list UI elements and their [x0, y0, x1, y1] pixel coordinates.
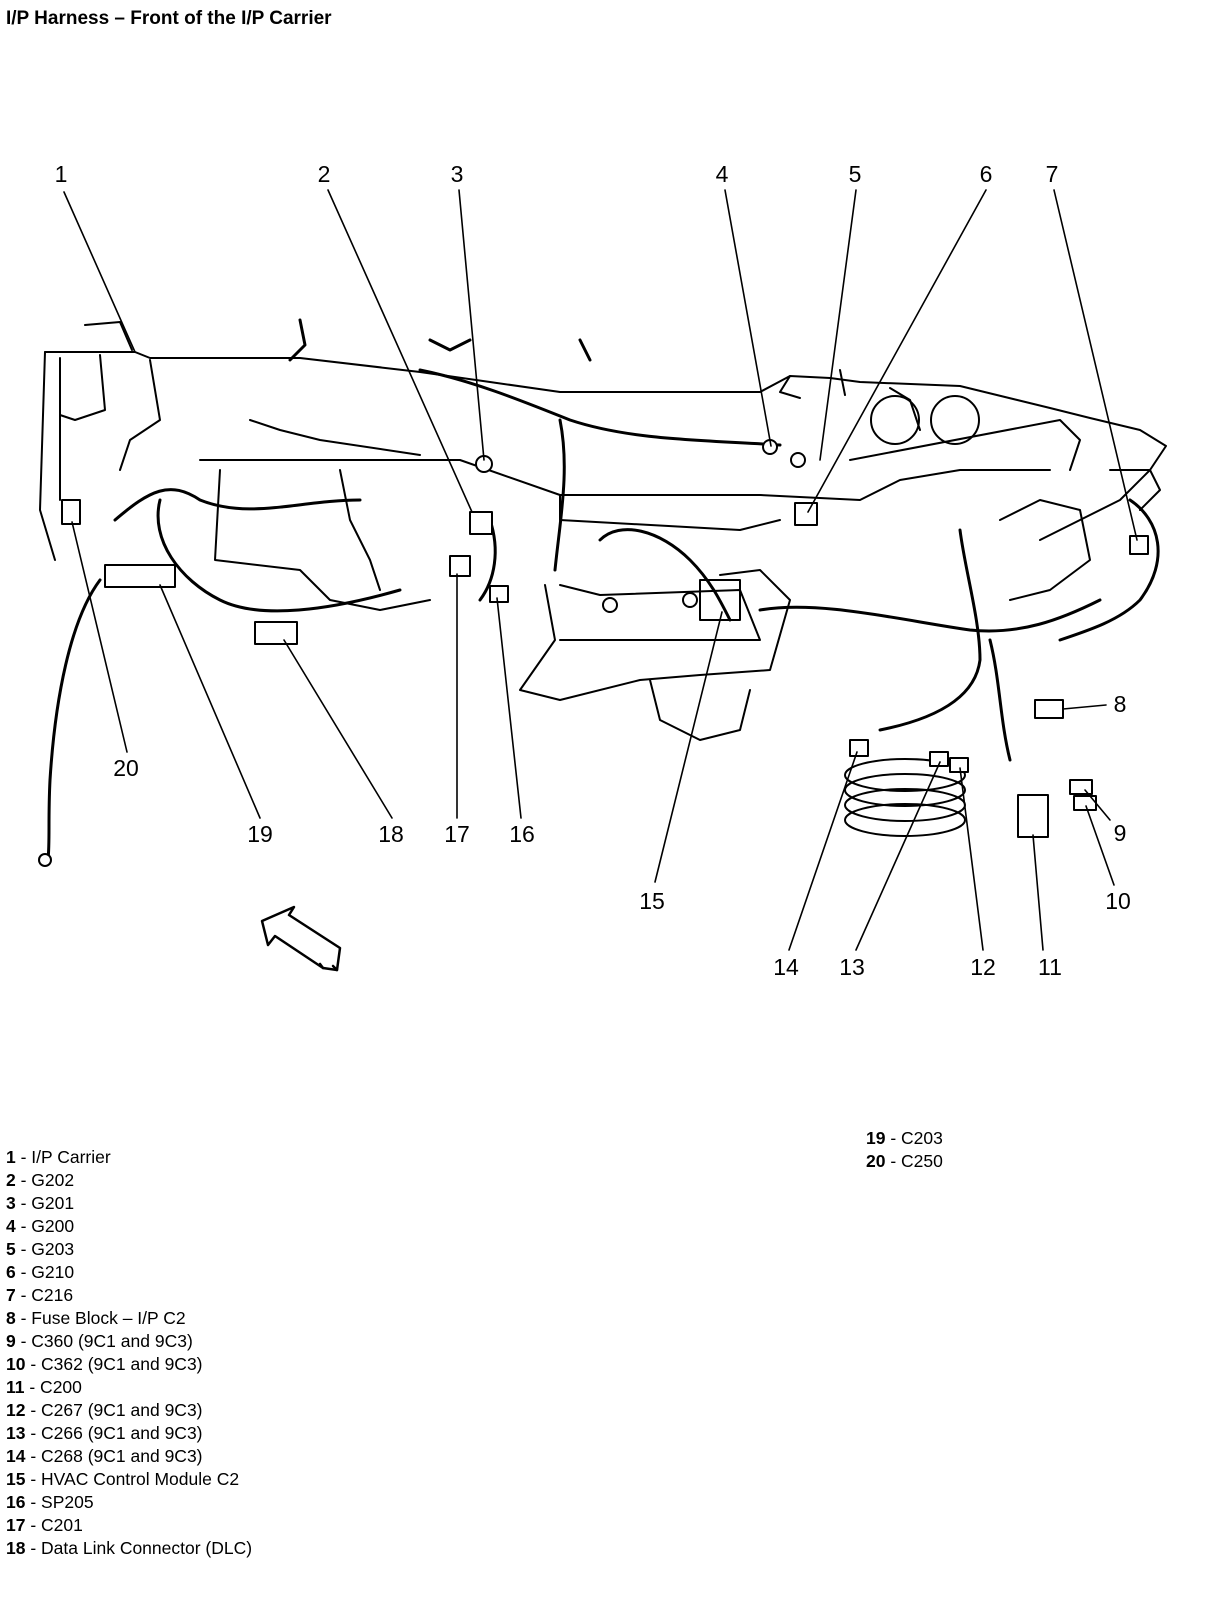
callout-14: 14 [773, 954, 799, 980]
hvac-bracket-drawing [519, 569, 791, 741]
legend-item: 9 - C360 (9C1 and 9C3) [6, 1331, 193, 1351]
callout-9: 9 [1114, 820, 1127, 846]
leader-lines [63, 189, 1138, 951]
legend-item: 3 - G201 [6, 1193, 75, 1213]
legend-item: 16 - SP205 [6, 1492, 94, 1512]
legend-item: 12 - C267 (9C1 and 9C3) [6, 1400, 203, 1420]
harness-wiring [46, 318, 1160, 862]
callout-15: 15 [639, 888, 665, 914]
legend-item: 2 - G202 [6, 1170, 75, 1190]
callout-4: 4 [716, 161, 729, 187]
callout-19: 19 [247, 821, 273, 847]
legend-item: 10 - C362 (9C1 and 9C3) [6, 1354, 203, 1374]
legend-item: 17 - C201 [6, 1515, 83, 1535]
harness-coil [844, 758, 966, 837]
legend-item: 15 - HVAC Control Module C2 [6, 1469, 240, 1489]
legend-item: 8 - Fuse Block – I/P C2 [6, 1308, 186, 1328]
legend-right: 19 - C203 20 - C250 [866, 1127, 943, 1173]
legend-item: 18 - Data Link Connector (DLC) [6, 1538, 253, 1558]
callout-3: 3 [451, 161, 464, 187]
callout-2: 2 [318, 161, 331, 187]
callout-10: 10 [1105, 888, 1131, 914]
page-title: I/P Harness – Front of the I/P Carrier [6, 8, 332, 29]
legend-item: 11 - C200 [6, 1377, 82, 1397]
direction-arrow-icon [260, 905, 342, 972]
callout-7: 7 [1046, 161, 1059, 187]
harness-diagram: 1 2 3 4 5 6 7 8 9 10 11 12 13 14 15 16 1… [38, 161, 1167, 980]
legend-item: 5 - G203 [6, 1239, 75, 1259]
callout-8: 8 [1114, 691, 1127, 717]
callout-5: 5 [849, 161, 862, 187]
callout-12: 12 [970, 954, 996, 980]
legend-item: 19 - C203 [866, 1128, 943, 1148]
ip-carrier-drawing [39, 321, 1167, 611]
callout-labels: 1 2 3 4 5 6 7 8 9 10 11 12 13 14 15 16 1… [55, 161, 1131, 980]
legend-item: 14 - C268 (9C1 and 9C3) [6, 1446, 203, 1466]
legend-item: 4 - G200 [6, 1216, 75, 1236]
legend-left: 1 - I/P Carrier 2 - G202 3 - G201 4 - G2… [6, 1146, 252, 1560]
callout-1: 1 [55, 161, 68, 187]
legend-item: 1 - I/P Carrier [6, 1147, 111, 1167]
connectors [38, 439, 1149, 867]
callout-20: 20 [113, 755, 139, 781]
callout-11: 11 [1038, 954, 1062, 980]
callout-16: 16 [509, 821, 535, 847]
legend-item: 20 - C250 [866, 1151, 943, 1171]
callout-18: 18 [378, 821, 404, 847]
legend-item: 6 - G210 [6, 1262, 75, 1282]
legend-item: 13 - C266 (9C1 and 9C3) [6, 1423, 203, 1443]
callout-13: 13 [839, 954, 865, 980]
legend-item: 7 - C216 [6, 1285, 74, 1305]
callout-6: 6 [980, 161, 993, 187]
callout-17: 17 [444, 821, 470, 847]
